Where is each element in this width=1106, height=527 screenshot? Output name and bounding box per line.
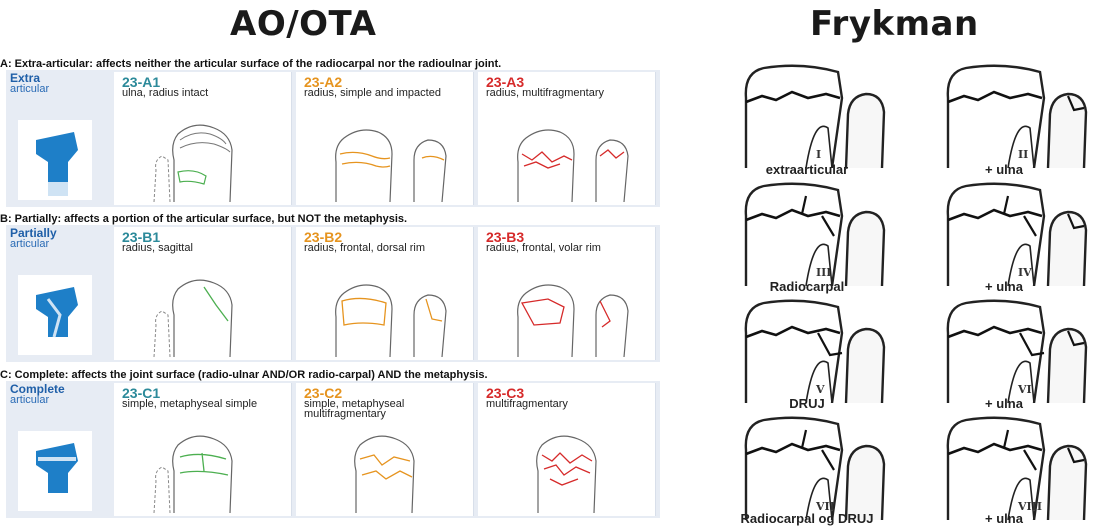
fracture-description: radius, frontal, dorsal rim [304, 243, 469, 253]
ao-cell-b3: 23-B3 radius, frontal, volar rim [478, 227, 656, 360]
ao-cell-a1: 23-A1 ulna, radius intact [114, 72, 292, 205]
ao-cell-b1: 23-B1 radius, sagittal [114, 227, 292, 360]
frykman-diagram-3: III [742, 176, 872, 286]
frykman-caption: Radiocarpal og DRUJ [732, 511, 882, 526]
wrist-bone-illustration [316, 110, 466, 202]
wrist-bone-illustration [316, 265, 466, 357]
section-a-label: A: Extra-articular: affects neither the … [0, 58, 501, 70]
frykman-type-number: I [816, 148, 821, 161]
ao-cell-a3: 23-A3 radius, multifragmentary [478, 72, 656, 205]
fracture-description: ulna, radius intact [122, 88, 287, 98]
fracture-description: radius, simple and impacted [304, 88, 469, 98]
fracture-description: simple, metaphyseal simple [122, 399, 287, 409]
wrist-bone-illustration [134, 421, 274, 513]
radius-thumbnail-icon [18, 431, 92, 511]
wrist-bone-illustration [134, 110, 274, 202]
wrist-bone-illustration [316, 421, 466, 513]
frykman-diagram-2: II [944, 58, 1074, 168]
radius-thumbnail-icon [18, 275, 92, 355]
row-header: Partially articular [10, 227, 110, 250]
frykman-caption: + ulna [934, 162, 1074, 177]
section-b-label: B: Partially: affects a portion of the a… [0, 213, 407, 225]
row-header-subtitle: articular [10, 84, 110, 95]
frykman-caption: + ulna [934, 396, 1074, 411]
ao-cell-a2: 23-A2 radius, simple and impacted [296, 72, 474, 205]
radius-thumbnail-icon [18, 120, 92, 200]
wrist-bone-illustration [498, 265, 648, 357]
ao-title: AO/OTA [230, 4, 376, 44]
frykman-title: Frykman [810, 4, 979, 44]
frykman-type-number: II [1018, 148, 1028, 161]
ao-row-a: Extra articular 23-A1 ulna, radius intac… [6, 70, 660, 207]
frykman-type-number: III [816, 266, 831, 279]
section-c-label: C: Complete: affects the joint surface (… [0, 369, 488, 381]
row-header: Extra articular [10, 72, 110, 95]
wrist-bone-illustration [498, 421, 648, 513]
frykman-diagram-1: I [742, 58, 872, 168]
ao-cell-c2: 23-C2 simple, metaphyseal multifragmenta… [296, 383, 474, 516]
fracture-description: radius, sagittal [122, 243, 287, 253]
fracture-description: multifragmentary [486, 399, 651, 409]
frykman-diagram-6: VI [944, 293, 1074, 403]
ao-row-c: Complete articular 23-C1 simple, metaphy… [6, 381, 660, 518]
frykman-type-number: V [816, 383, 825, 396]
frykman-caption: + ulna [934, 511, 1074, 526]
ao-row-b: Partially articular 23-B1 radius, sagitt… [6, 225, 660, 362]
fracture-description: simple, metaphyseal multifragmentary [304, 399, 469, 419]
frykman-caption: extraarticular [732, 162, 882, 177]
ao-cell-b2: 23-B2 radius, frontal, dorsal rim [296, 227, 474, 360]
frykman-caption: Radiocarpal [732, 279, 882, 294]
frykman-diagram-4: IV [944, 176, 1074, 286]
frykman-diagram-8: VIII [944, 410, 1074, 520]
frykman-diagram-5: V [742, 293, 872, 403]
frykman-type-number: VI [1018, 383, 1032, 396]
frykman-caption: + ulna [934, 279, 1074, 294]
row-header-subtitle: articular [10, 239, 110, 250]
frykman-type-number: IV [1018, 266, 1032, 279]
wrist-bone-illustration [134, 265, 274, 357]
row-header-subtitle: articular [10, 395, 110, 406]
fracture-description: radius, frontal, volar rim [486, 243, 651, 253]
frykman-diagram-7: VII [742, 410, 872, 520]
row-header: Complete articular [10, 383, 110, 406]
fracture-description: radius, multifragmentary [486, 88, 651, 98]
ao-cell-c1: 23-C1 simple, metaphyseal simple [114, 383, 292, 516]
wrist-bone-illustration [498, 110, 648, 202]
ao-cell-c3: 23-C3 multifragmentary [478, 383, 656, 516]
frykman-caption: DRUJ [732, 396, 882, 411]
